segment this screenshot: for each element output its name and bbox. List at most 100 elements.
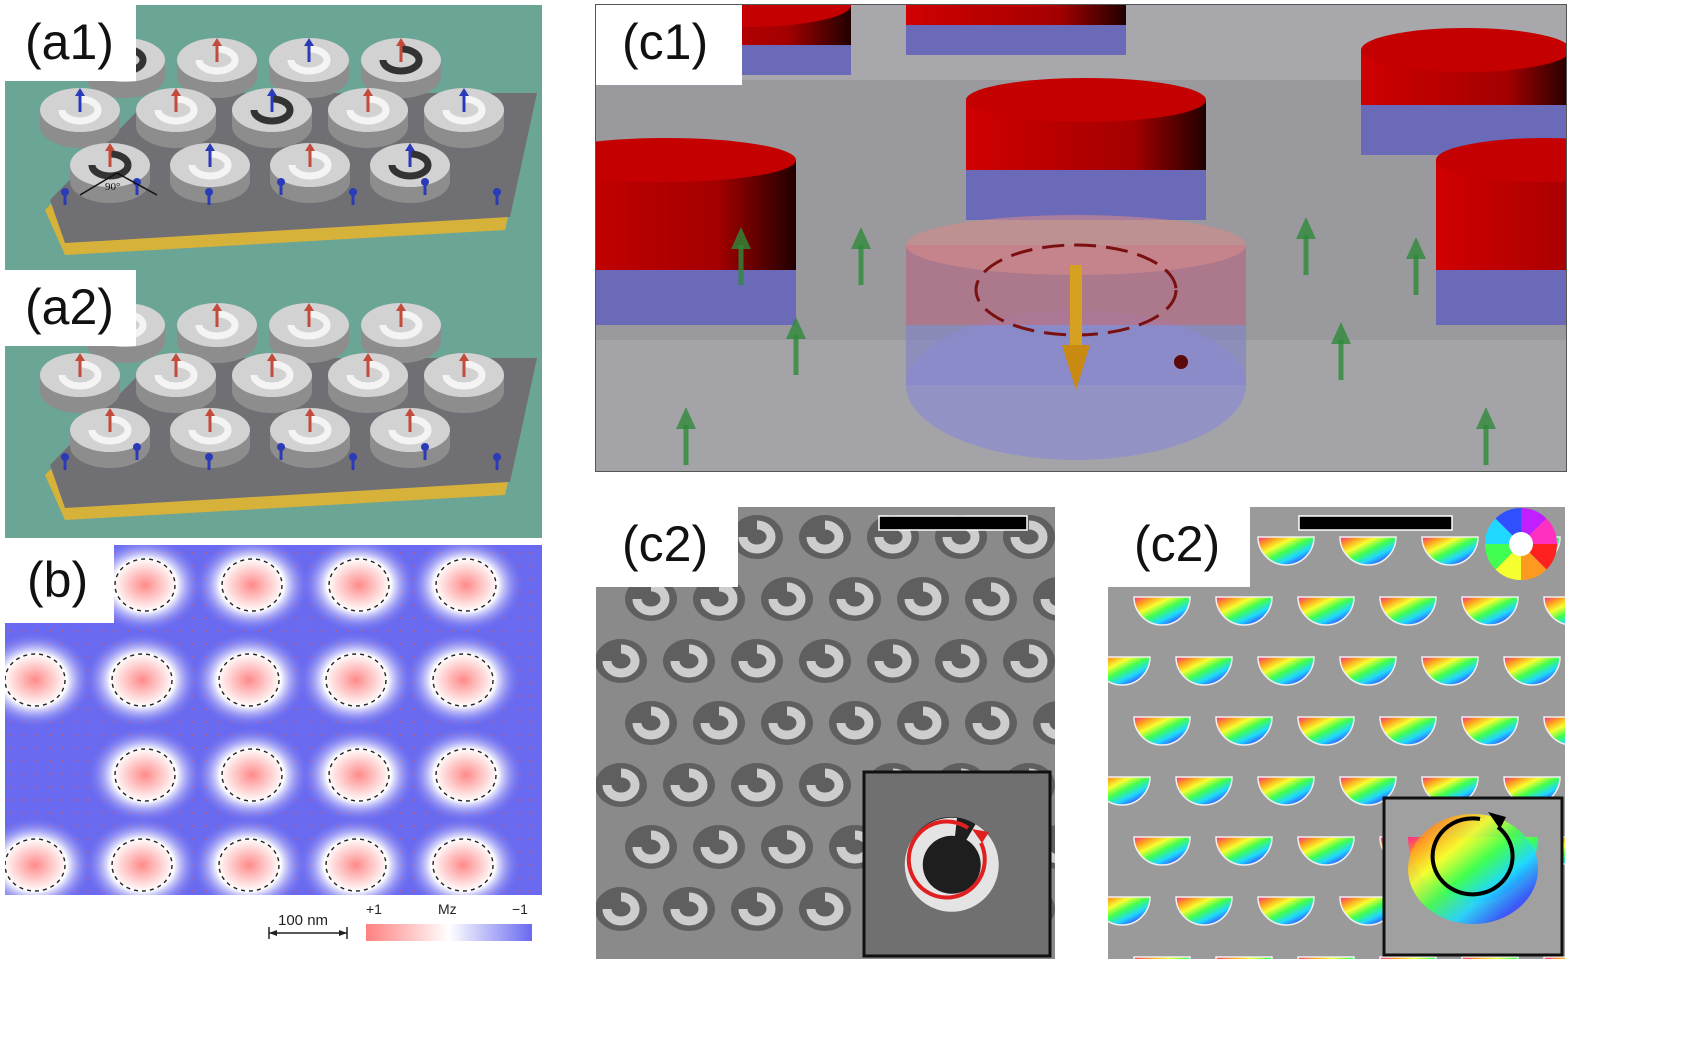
scale-section: 100 nm +1 Mz −1 <box>265 900 545 950</box>
mz-spot <box>301 545 417 633</box>
nanodisk <box>70 143 150 203</box>
micrograph-feature <box>1033 701 1055 745</box>
micrograph-feature <box>625 825 677 869</box>
colormap-disk <box>1108 656 1151 686</box>
mz-spot <box>298 632 414 728</box>
scale-bar <box>878 515 1028 531</box>
colormap-disk <box>1133 716 1191 746</box>
vortex-dashes <box>325 838 387 892</box>
mz-spot <box>191 817 307 895</box>
colormap-disk <box>1215 596 1273 626</box>
micrograph-feature <box>663 887 715 931</box>
colormap-disk <box>1108 896 1151 926</box>
micrograph-feature <box>897 577 949 621</box>
vortex-arc <box>195 310 239 340</box>
micrograph-feature <box>761 701 813 745</box>
panel-a1: 90° (a1) <box>5 5 542 270</box>
colormap-disk <box>1175 896 1233 926</box>
colormap-disk <box>1421 536 1479 566</box>
micrograph-feature <box>1003 639 1055 683</box>
panel-a2: (a2) <box>5 270 542 538</box>
vortex-arc <box>388 150 432 180</box>
micrograph-feature <box>799 887 851 931</box>
micrograph-feature <box>867 639 919 683</box>
colorbar-title: Mz <box>438 901 457 917</box>
vortex-arc <box>250 360 294 390</box>
nanodisk <box>370 143 450 203</box>
vortex-arc <box>346 360 390 390</box>
micrograph-feature <box>625 577 677 621</box>
colormap-disk <box>1215 836 1273 866</box>
panel-label-b: (b) <box>5 545 115 623</box>
micrograph-feature <box>596 639 647 683</box>
panel-label-a1: (a1) <box>5 5 136 81</box>
micrograph-feature <box>663 639 715 683</box>
vortex-arc <box>154 360 198 390</box>
colormap-disk <box>1297 956 1355 959</box>
vortex-arc <box>288 150 332 180</box>
vortex-arc <box>154 95 198 125</box>
colormap-disk <box>1108 776 1151 806</box>
colormap-disk <box>1339 776 1397 806</box>
micrograph-feature <box>693 825 745 869</box>
vortex-dashes <box>111 653 173 707</box>
micrograph-feature <box>625 701 677 745</box>
panel-label-c2-left: (c2) <box>596 507 739 587</box>
mz-colorbar <box>366 924 532 941</box>
panel-c2-micrograph: (c2) <box>596 507 1055 959</box>
vortex-arc <box>288 415 332 445</box>
mz-spot <box>87 727 203 823</box>
colormap-disk <box>1133 836 1191 866</box>
colormap-disk <box>1543 716 1565 745</box>
micrograph-feature <box>965 577 1017 621</box>
colormap-disk <box>1133 596 1191 626</box>
mz-spot <box>191 632 307 728</box>
vortex-arc <box>287 310 331 340</box>
colormap-disk <box>1257 656 1315 686</box>
mz-spot <box>405 817 521 895</box>
micrograph-feature <box>731 639 783 683</box>
colormap-disk <box>1257 776 1315 806</box>
vortex-arc <box>250 95 294 125</box>
angle-label: 90° <box>105 181 120 193</box>
vortex-dashes <box>325 653 387 707</box>
nanodisk <box>70 408 150 468</box>
vortex-dashes <box>218 653 280 707</box>
nanodisk <box>270 143 350 203</box>
vortex-dashes <box>328 748 390 802</box>
colormap-disk <box>1379 596 1437 626</box>
vortex-arc <box>58 360 102 390</box>
cylinder-front-left <box>596 138 796 325</box>
colormap-disk <box>1339 536 1397 566</box>
inset-micrograph <box>862 770 1052 958</box>
panel-label-a2: (a2) <box>5 270 136 346</box>
vortex-dashes <box>432 838 494 892</box>
panel-b: (b) <box>5 545 542 895</box>
circular-arrow-icon <box>1430 816 1515 897</box>
color-wheel-icon <box>1485 508 1557 580</box>
micrograph-feature <box>1033 577 1055 621</box>
nanodisk <box>136 353 216 413</box>
colormap-disk <box>1215 956 1273 959</box>
colormap-disk <box>1297 836 1355 866</box>
mz-spot <box>194 727 310 823</box>
vortex-arc <box>88 415 132 445</box>
cylinder-back-mid <box>906 5 1126 55</box>
nanodisk <box>40 88 120 148</box>
mz-spot <box>84 817 200 895</box>
c1-3d-render <box>596 5 1566 471</box>
colormap-disk <box>1379 716 1437 746</box>
vortex-dashes <box>221 558 283 612</box>
micrograph-feature <box>693 577 745 621</box>
vortex-dashes <box>5 838 66 892</box>
nanodisk <box>177 303 257 363</box>
colorbar-minus-label: −1 <box>512 901 528 917</box>
panel-c2-colormap: (c2) <box>1108 507 1565 959</box>
mz-spot <box>408 727 524 823</box>
colormap-disk <box>1297 596 1355 626</box>
focus-cylinder <box>906 215 1246 460</box>
mz-spot <box>298 817 414 895</box>
nanodisk <box>328 88 408 148</box>
colormap-disk <box>1175 776 1233 806</box>
nanodisk <box>232 353 312 413</box>
